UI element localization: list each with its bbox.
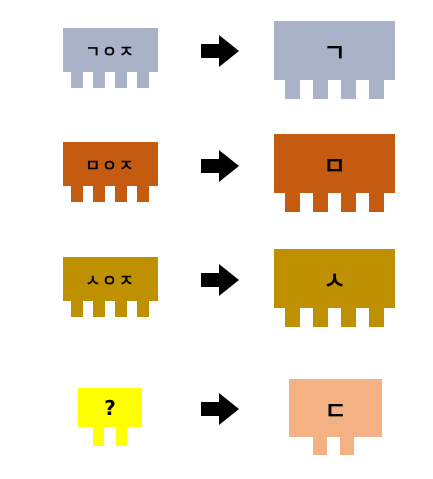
tooth: [137, 301, 149, 317]
row3-right-label: ㅅ: [323, 267, 346, 295]
tooth: [341, 308, 356, 327]
tooth: [71, 186, 83, 202]
row1-left-label: ㄱㅇㅈ: [85, 42, 136, 61]
tooth: [341, 80, 356, 99]
row3-left-body: ㅅㅇㅈ: [63, 257, 158, 301]
row1-right-body: ㄱ: [274, 21, 395, 80]
tooth: [115, 72, 127, 88]
tooth: [285, 308, 300, 327]
tooth: [115, 186, 127, 202]
tooth: [93, 301, 105, 317]
row2-right-label: ㅁ: [323, 152, 346, 180]
row2-left-body: ㅁㅇㅈ: [63, 142, 158, 186]
row3-left-label: ㅅㅇㅈ: [85, 271, 136, 290]
row4-right-label: ㄷ: [324, 396, 347, 425]
tooth: [313, 437, 327, 455]
tooth: [369, 193, 384, 212]
row4-left-body: ?: [78, 388, 142, 427]
tooth: [313, 308, 328, 327]
tooth: [285, 193, 300, 212]
tooth: [116, 427, 127, 446]
tooth: [313, 80, 328, 99]
tooth: [313, 193, 328, 212]
row4-left-label: ?: [104, 395, 116, 420]
tooth: [285, 80, 300, 99]
tooth: [341, 193, 356, 212]
row2-right-body: ㅁ: [274, 134, 395, 193]
tooth: [369, 80, 384, 99]
tooth: [93, 186, 105, 202]
row3-right-body: ㅅ: [274, 249, 395, 308]
right-arrow-icon: [201, 264, 239, 296]
right-arrow-icon: [201, 150, 239, 182]
row1-left-body: ㄱㅇㅈ: [63, 28, 158, 72]
tooth: [93, 427, 104, 446]
tooth: [115, 301, 127, 317]
tooth: [137, 72, 149, 88]
tooth: [369, 308, 384, 327]
row1-right-label: ㄱ: [323, 39, 346, 67]
tooth: [71, 72, 83, 88]
right-arrow-icon: [201, 393, 239, 425]
tooth: [137, 186, 149, 202]
row4-right-body: ㄷ: [289, 379, 382, 437]
row2-left-label: ㅁㅇㅈ: [85, 156, 136, 175]
tooth: [93, 72, 105, 88]
tooth: [340, 437, 354, 455]
tooth: [71, 301, 83, 317]
right-arrow-icon: [201, 35, 239, 67]
